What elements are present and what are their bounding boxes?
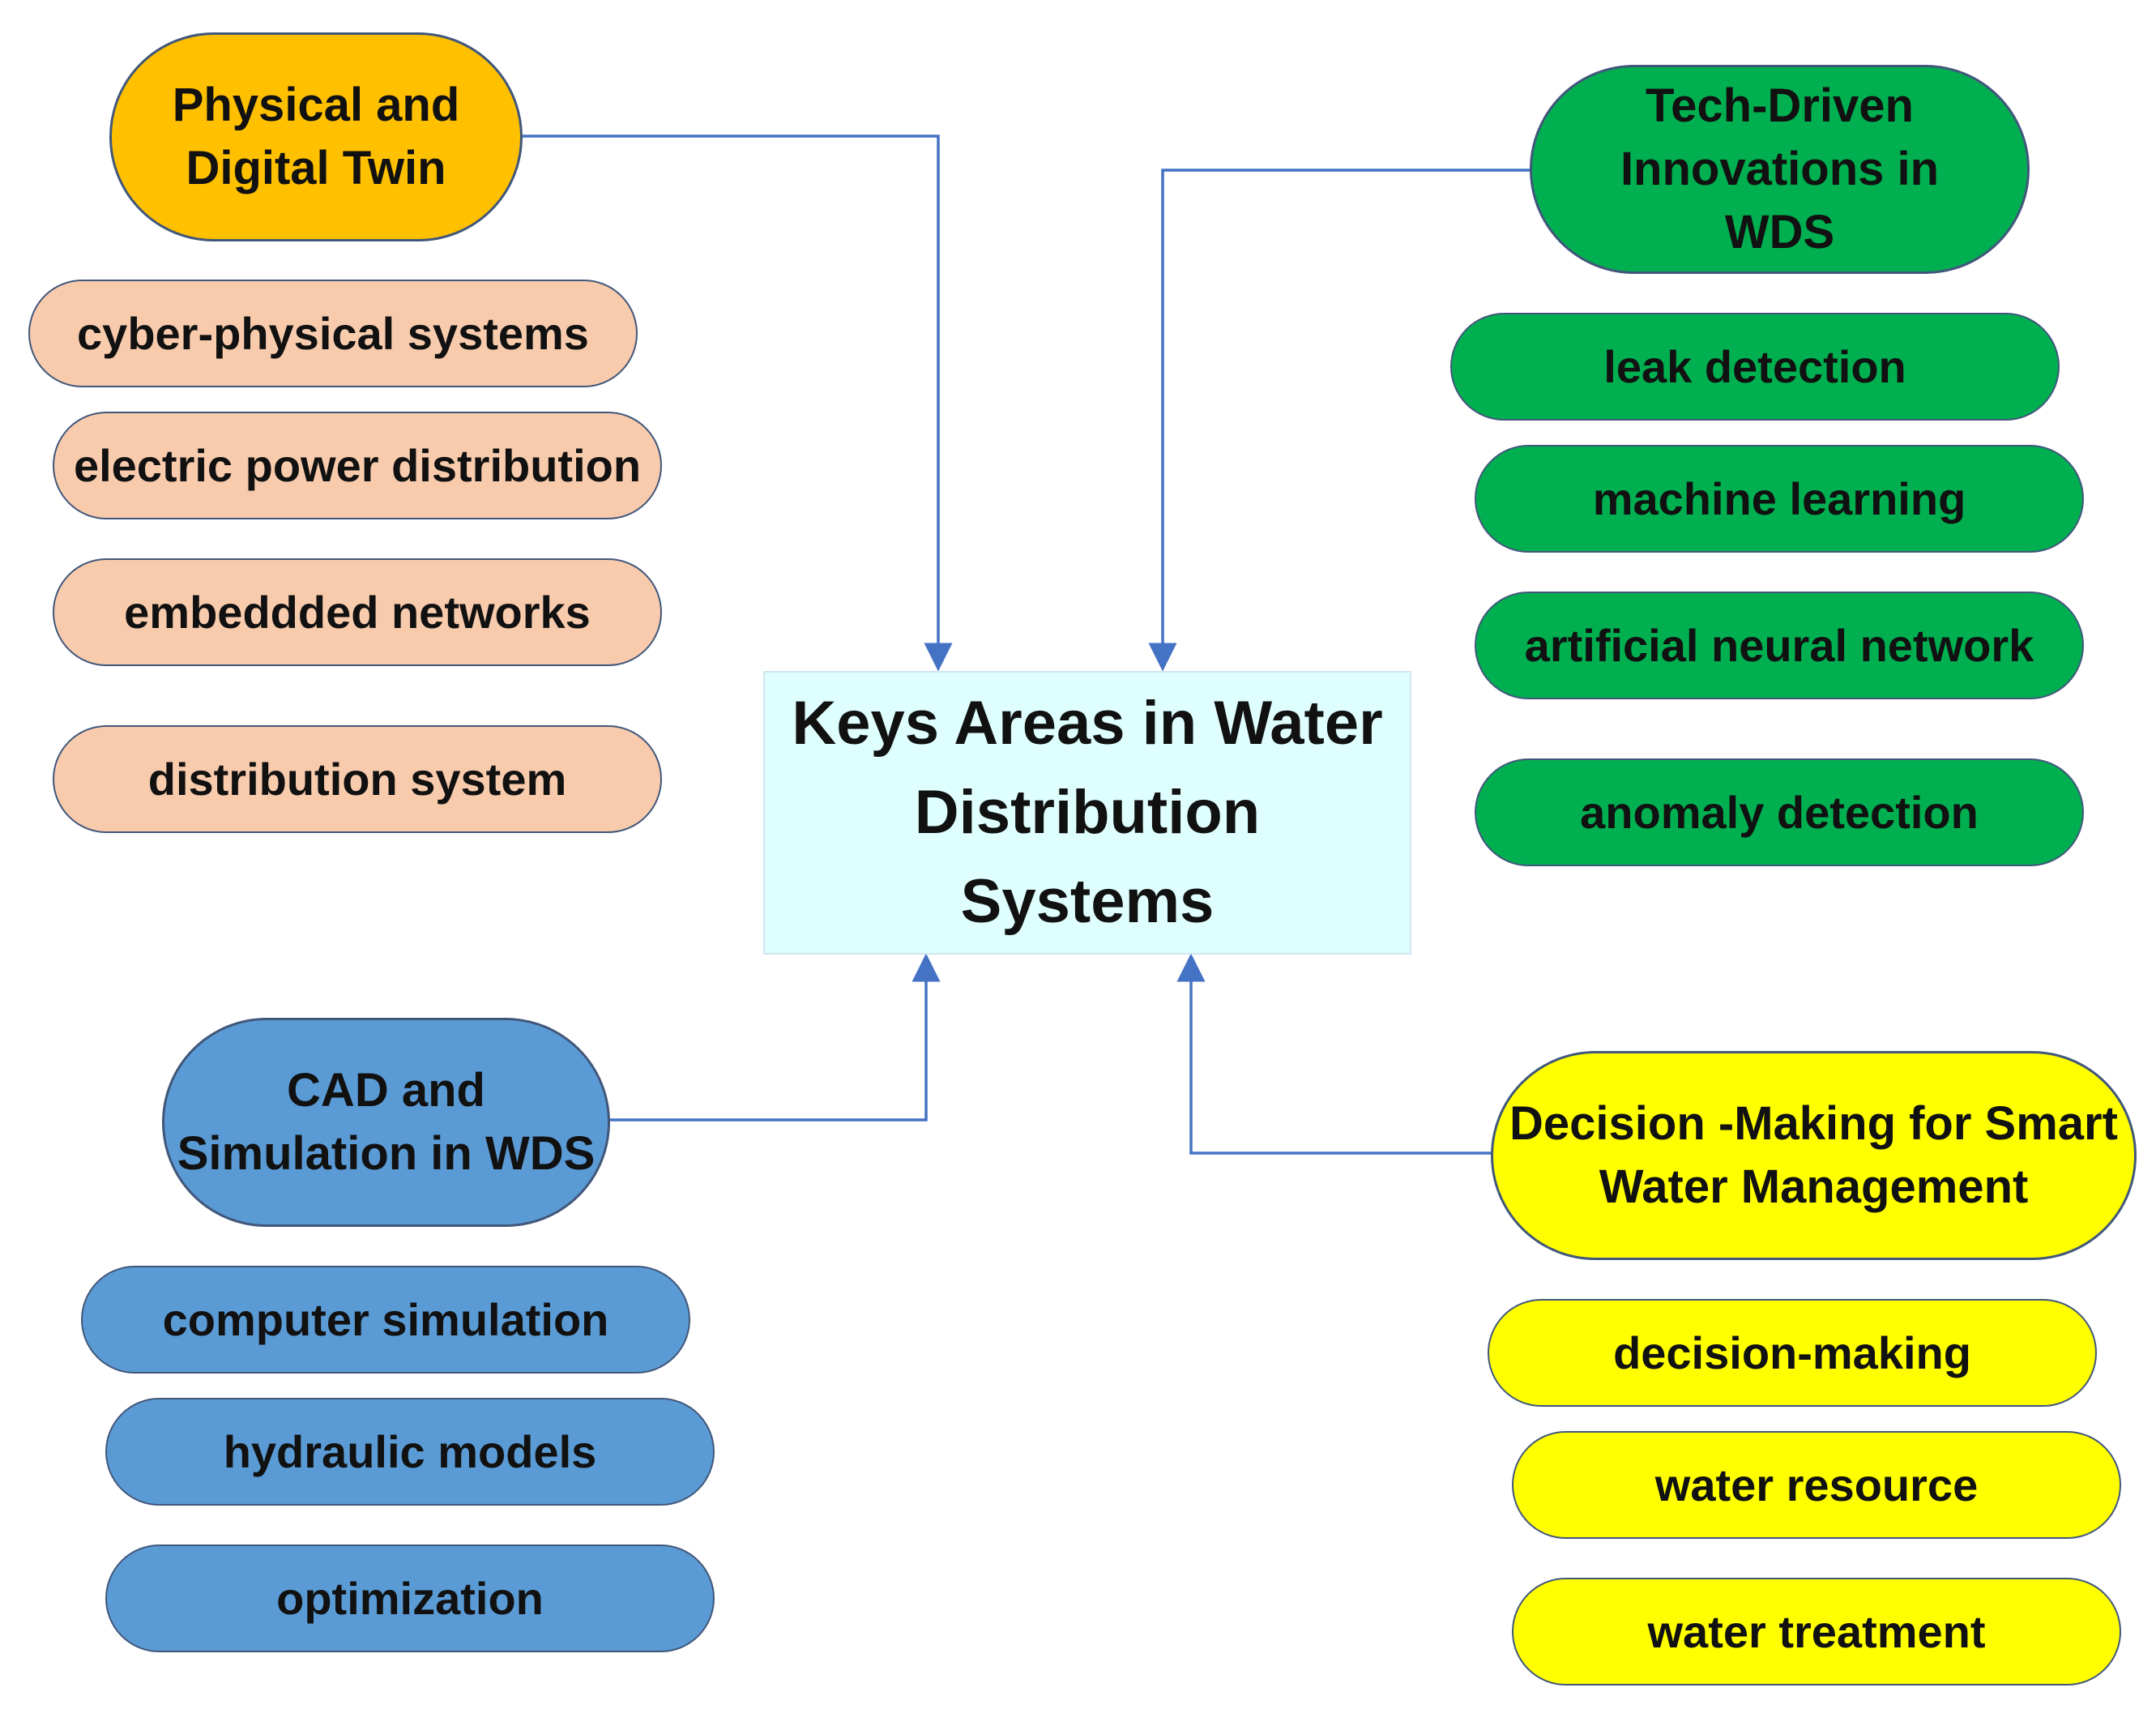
item-label: artificial neural network	[1524, 620, 2034, 671]
central-topic: Keys Areas in Water Distribution Systems	[763, 671, 1411, 955]
category-tech-driven-innovations-label: Tech-Driven Innovations in WDS	[1620, 79, 1940, 258]
item-water-treatment: water treatment	[1512, 1578, 2121, 1686]
item-label: distribution system	[147, 754, 567, 805]
item-label: electric power distribution	[73, 440, 642, 491]
item-label: hydraulic models	[223, 1426, 597, 1477]
item-label: computer simulation	[162, 1294, 609, 1345]
connector-decision-making	[1176, 953, 1491, 1155]
item-optimization: optimization	[105, 1545, 715, 1652]
item-machine-learning: machine learning	[1475, 445, 2084, 553]
item-water-resource: water resource	[1512, 1431, 2121, 1539]
connector-tech-driven	[1148, 169, 1530, 672]
item-electric-power-distribution: electric power distribution	[53, 412, 662, 519]
item-distribution-system: distribution system	[53, 725, 662, 833]
item-computer-simulation: computer simulation	[81, 1266, 690, 1374]
item-label: cyber-physical systems	[77, 308, 589, 359]
item-label: machine learning	[1592, 473, 1966, 524]
item-label: embeddded networks	[124, 587, 591, 638]
category-cad-simulation: CAD and Simulation in WDS	[162, 1018, 610, 1227]
category-physical-digital-twin: Physical and Digital Twin	[109, 32, 523, 241]
item-leak-detection: leak detection	[1450, 313, 2060, 421]
item-label: water treatment	[1647, 1606, 1986, 1657]
connector-physical-digital-twin	[523, 135, 953, 672]
connector-cad-simulation	[610, 953, 941, 1122]
category-decision-making-label: Decision -Making for Smart Water Managem…	[1509, 1097, 2118, 1213]
item-label: optimization	[276, 1573, 544, 1624]
central-topic-title: Keys Areas in Water Distribution Systems	[792, 689, 1383, 936]
item-label: water resource	[1654, 1459, 1979, 1510]
item-label: anomaly detection	[1580, 787, 1979, 838]
item-anomaly-detection: anomaly detection	[1475, 758, 2084, 866]
category-tech-driven-innovations: Tech-Driven Innovations in WDS	[1530, 65, 2030, 274]
category-decision-making: Decision -Making for Smart Water Managem…	[1491, 1051, 2137, 1260]
category-cad-simulation-label: CAD and Simulation in WDS	[177, 1064, 596, 1180]
item-embeddded-networks: embeddded networks	[53, 558, 662, 666]
item-label: decision-making	[1613, 1327, 1971, 1378]
item-label: leak detection	[1603, 341, 1906, 392]
item-hydraulic-models: hydraulic models	[105, 1398, 715, 1506]
item-artificial-neural-network: artificial neural network	[1475, 592, 2084, 699]
item-decision-making: decision-making	[1488, 1299, 2097, 1407]
item-cyber-physical-systems: cyber-physical systems	[28, 280, 638, 387]
category-physical-digital-twin-label: Physical and Digital Twin	[172, 79, 460, 194]
